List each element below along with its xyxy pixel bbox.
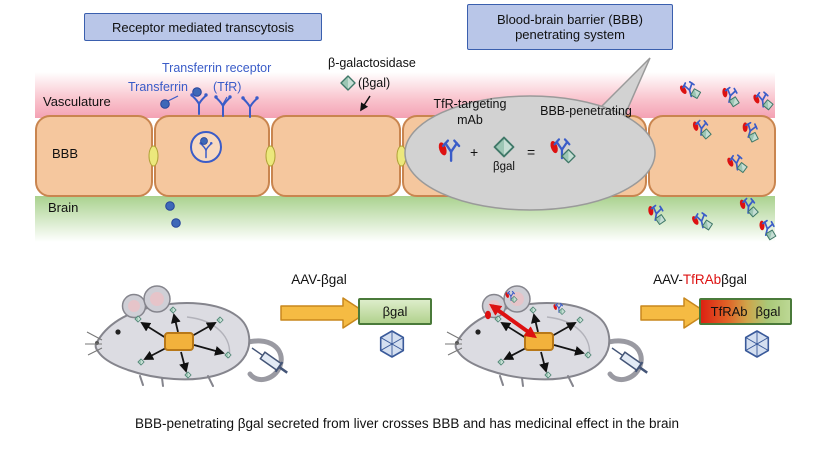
conjugation-balloon (404, 57, 656, 211)
brain-band (35, 196, 775, 242)
header-box-bbb-system: Blood-brain barrier (BBB) penetrating sy… (467, 4, 673, 50)
brain-label: Brain (48, 200, 79, 215)
aav-bgal-title: AAV-βgal (291, 272, 347, 287)
aav-tfrab-title-suffix: βgal (721, 272, 747, 287)
tfrab-construct-label: TfRAb (710, 304, 748, 319)
mouse-right-illustration (445, 286, 641, 386)
brain-target-dot (485, 310, 491, 320)
syringe-icon (607, 341, 652, 379)
transferrin-icon (165, 201, 175, 211)
transferrin-receptor-label: Transferrin receptor (162, 61, 272, 75)
header-box-bbb-line1: Blood-brain barrier (BBB) (497, 12, 643, 27)
aav-tfrab-title-prefix: AAV- (653, 272, 683, 287)
liver-to-brain-arrow (489, 303, 537, 339)
transferrin-icon (160, 99, 170, 109)
beta-galactosidase-label: β-galactosidase (328, 56, 416, 70)
vesicle-icon (190, 131, 222, 163)
transferrin-icon (192, 87, 202, 97)
construct-arrow-icons (280, 297, 708, 329)
header-box-bbb-line2: penetrating system (515, 27, 625, 42)
bbb-label: BBB (52, 146, 79, 161)
balloon-conjugate-label: BBB-penetrating (540, 104, 632, 118)
aav-capsid-icon (379, 330, 405, 358)
bgal-construct-label: βgal (382, 304, 408, 319)
bgal-construct-box: βgal (358, 298, 432, 325)
tfrab-bgal-construct-box: TfRAb βgal (699, 298, 792, 325)
figure-caption: BBB-penetrating βgal secreted from liver… (134, 416, 680, 431)
balloon-bgal-caption: βgal (493, 161, 515, 173)
balloon-plus-sign: + (470, 144, 479, 160)
bgal-pointer-arrow (360, 95, 371, 112)
header-box-transcytosis-label: Receptor mediated transcytosis (111, 19, 295, 35)
aav-capsid-icon (744, 330, 770, 358)
balloon-equals-sign: = (527, 144, 536, 160)
tfr-abbr-label: (TfR) (213, 80, 242, 94)
bgal-abbr-label: (βgal) (358, 76, 391, 90)
syringe-icon (247, 341, 292, 379)
aav-tfrab-title-red: TfRAb (682, 272, 722, 287)
balloon-mab-line2: mAb (457, 113, 483, 127)
transferrin-label: Transferrin (128, 80, 188, 94)
balloon-mab-line1: TfR-targeting (433, 97, 507, 111)
header-box-transcytosis: Receptor mediated transcytosis (84, 13, 322, 41)
vasculature-label: Vasculature (43, 94, 111, 109)
transferrin-icon (171, 218, 181, 228)
aav-tfrab-bgal-title: AAV-TfRAbβgal (618, 272, 782, 288)
mouse-left-illustration (85, 286, 281, 386)
transferrin-transcytosis-icons (160, 87, 260, 228)
vasculature-band (35, 72, 775, 118)
bgal-construct-label-right: βgal (755, 304, 781, 319)
